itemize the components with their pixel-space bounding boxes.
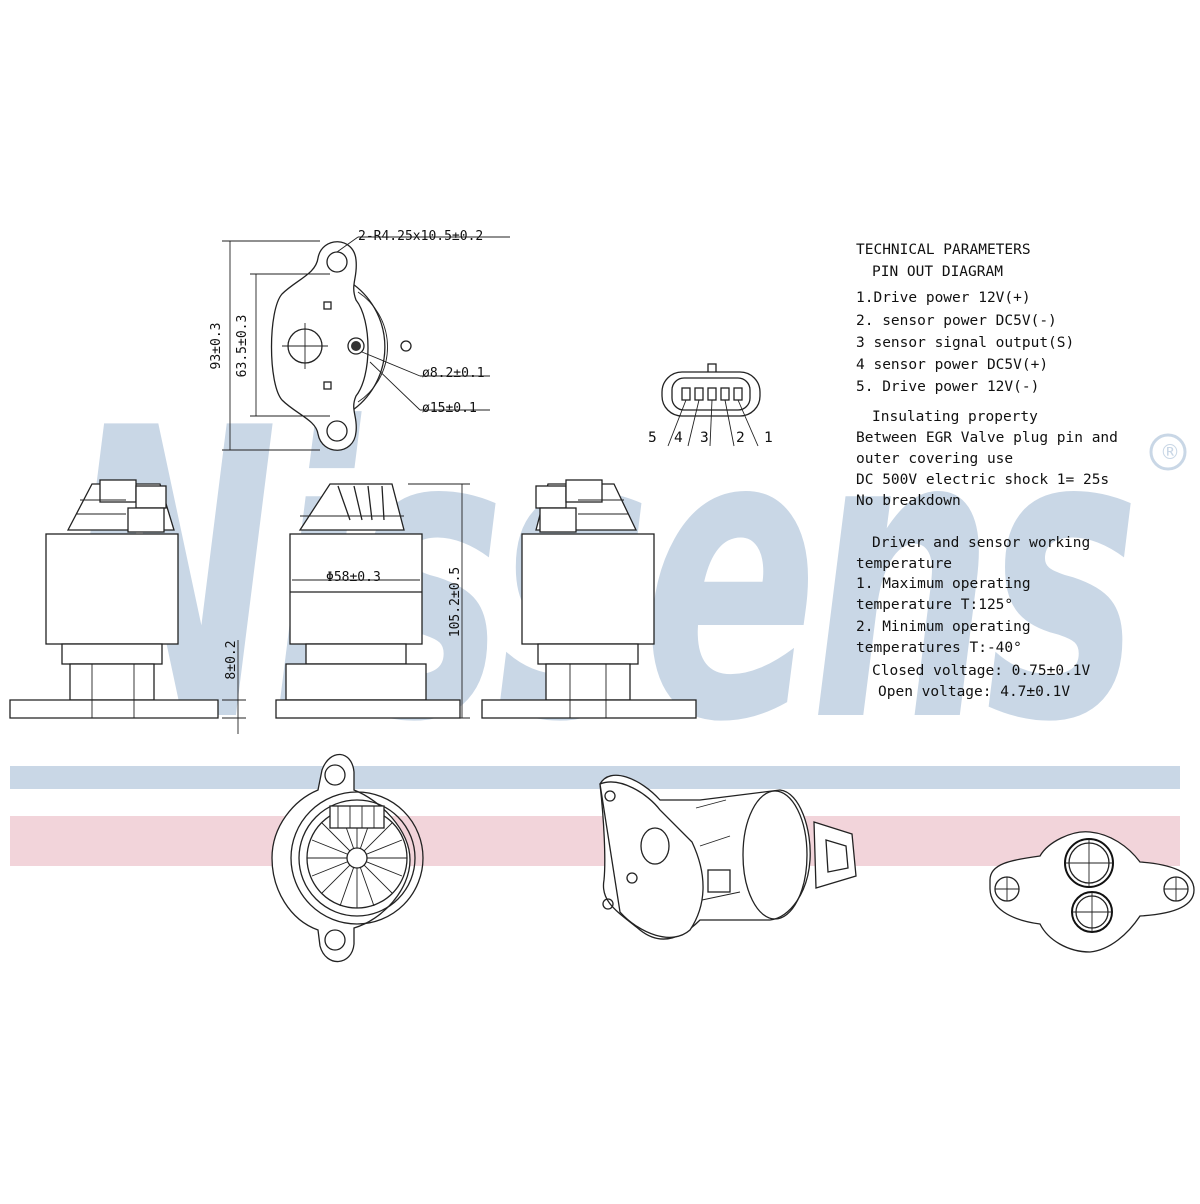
underside-view [989, 831, 1195, 953]
dim-hole-spacing: 63.5±0.3 [235, 315, 250, 378]
isometric-view [599, 774, 857, 940]
pin-label-2: 2 [736, 430, 745, 446]
closed-voltage: Closed voltage: 0.75±0.1V [872, 663, 1091, 679]
lower-mount-hole [326, 420, 348, 442]
pink-stripe [10, 816, 1180, 866]
dim-height-body: 105.2±0.5 [448, 567, 463, 637]
front-body [290, 791, 424, 925]
temp-title: Driver and sensor working [872, 535, 1090, 551]
side-view-left [9, 479, 246, 734]
dim-port-large: ø15±0.1 [422, 401, 477, 416]
side-view-right [481, 479, 697, 719]
pin-desc-1: 1.Drive power 12V(+) [856, 290, 1031, 306]
blue-stripe [10, 766, 1180, 789]
temp-line-4: 2. Minimum operating [856, 619, 1031, 635]
left-body [45, 533, 179, 645]
dim-port-small: ø8.2±0.1 [422, 366, 485, 381]
tech-params-title: TECHNICAL PARAMETERS [856, 242, 1031, 258]
top-view [222, 236, 510, 451]
pinout-title: PIN OUT DIAGRAM [872, 264, 1003, 280]
temp-line-5: temperatures T:-40° [856, 640, 1022, 656]
pin-label-5: 5 [648, 430, 657, 446]
pin-desc-5: 5. Drive power 12V(-) [856, 379, 1039, 395]
pin-label-1: 1 [764, 430, 773, 446]
open-voltage: Open voltage: 4.7±0.1V [878, 684, 1070, 700]
right-body [521, 533, 655, 645]
insulating-line-2: outer covering use [856, 451, 1013, 467]
insulating-line-3: DC 500V electric shock 1= 25s [856, 472, 1109, 488]
registered-mark: ® [1160, 440, 1180, 464]
pin-label-4: 4 [674, 430, 683, 446]
dim-flange-height: 8±0.2 [224, 640, 239, 679]
port-small [347, 337, 365, 355]
dim-mount-holes: 2-R4.25x10.5±0.2 [358, 229, 483, 244]
connector-pinout [661, 363, 761, 447]
pin-label-3: 3 [700, 430, 709, 446]
temp-line-2: 1. Maximum operating [856, 576, 1031, 592]
front-face-view [271, 753, 424, 963]
temp-line-3: temperature T:125° [856, 597, 1013, 613]
dim-height-total: 93±0.3 [209, 323, 224, 370]
insulating-line-4: No breakdown [856, 493, 961, 509]
insulating-title: Insulating property [872, 409, 1038, 425]
tech-params-block: TECHNICAL PARAMETERS PIN OUT DIAGRAM 1.D… [856, 242, 1118, 700]
dim-body-diameter: Φ58±0.3 [326, 570, 381, 585]
side-view-center [275, 483, 470, 719]
insulating-line-1: Between EGR Valve plug pin and [856, 430, 1118, 446]
temp-line-1: temperature [856, 556, 952, 572]
center-body [289, 533, 423, 645]
pin-desc-2: 2. sensor power DC5V(-) [856, 313, 1057, 329]
pin-desc-4: 4 sensor power DC5V(+) [856, 357, 1048, 373]
pin-desc-3: 3 sensor signal output(S) [856, 335, 1074, 351]
registered-ring [1149, 433, 1187, 471]
